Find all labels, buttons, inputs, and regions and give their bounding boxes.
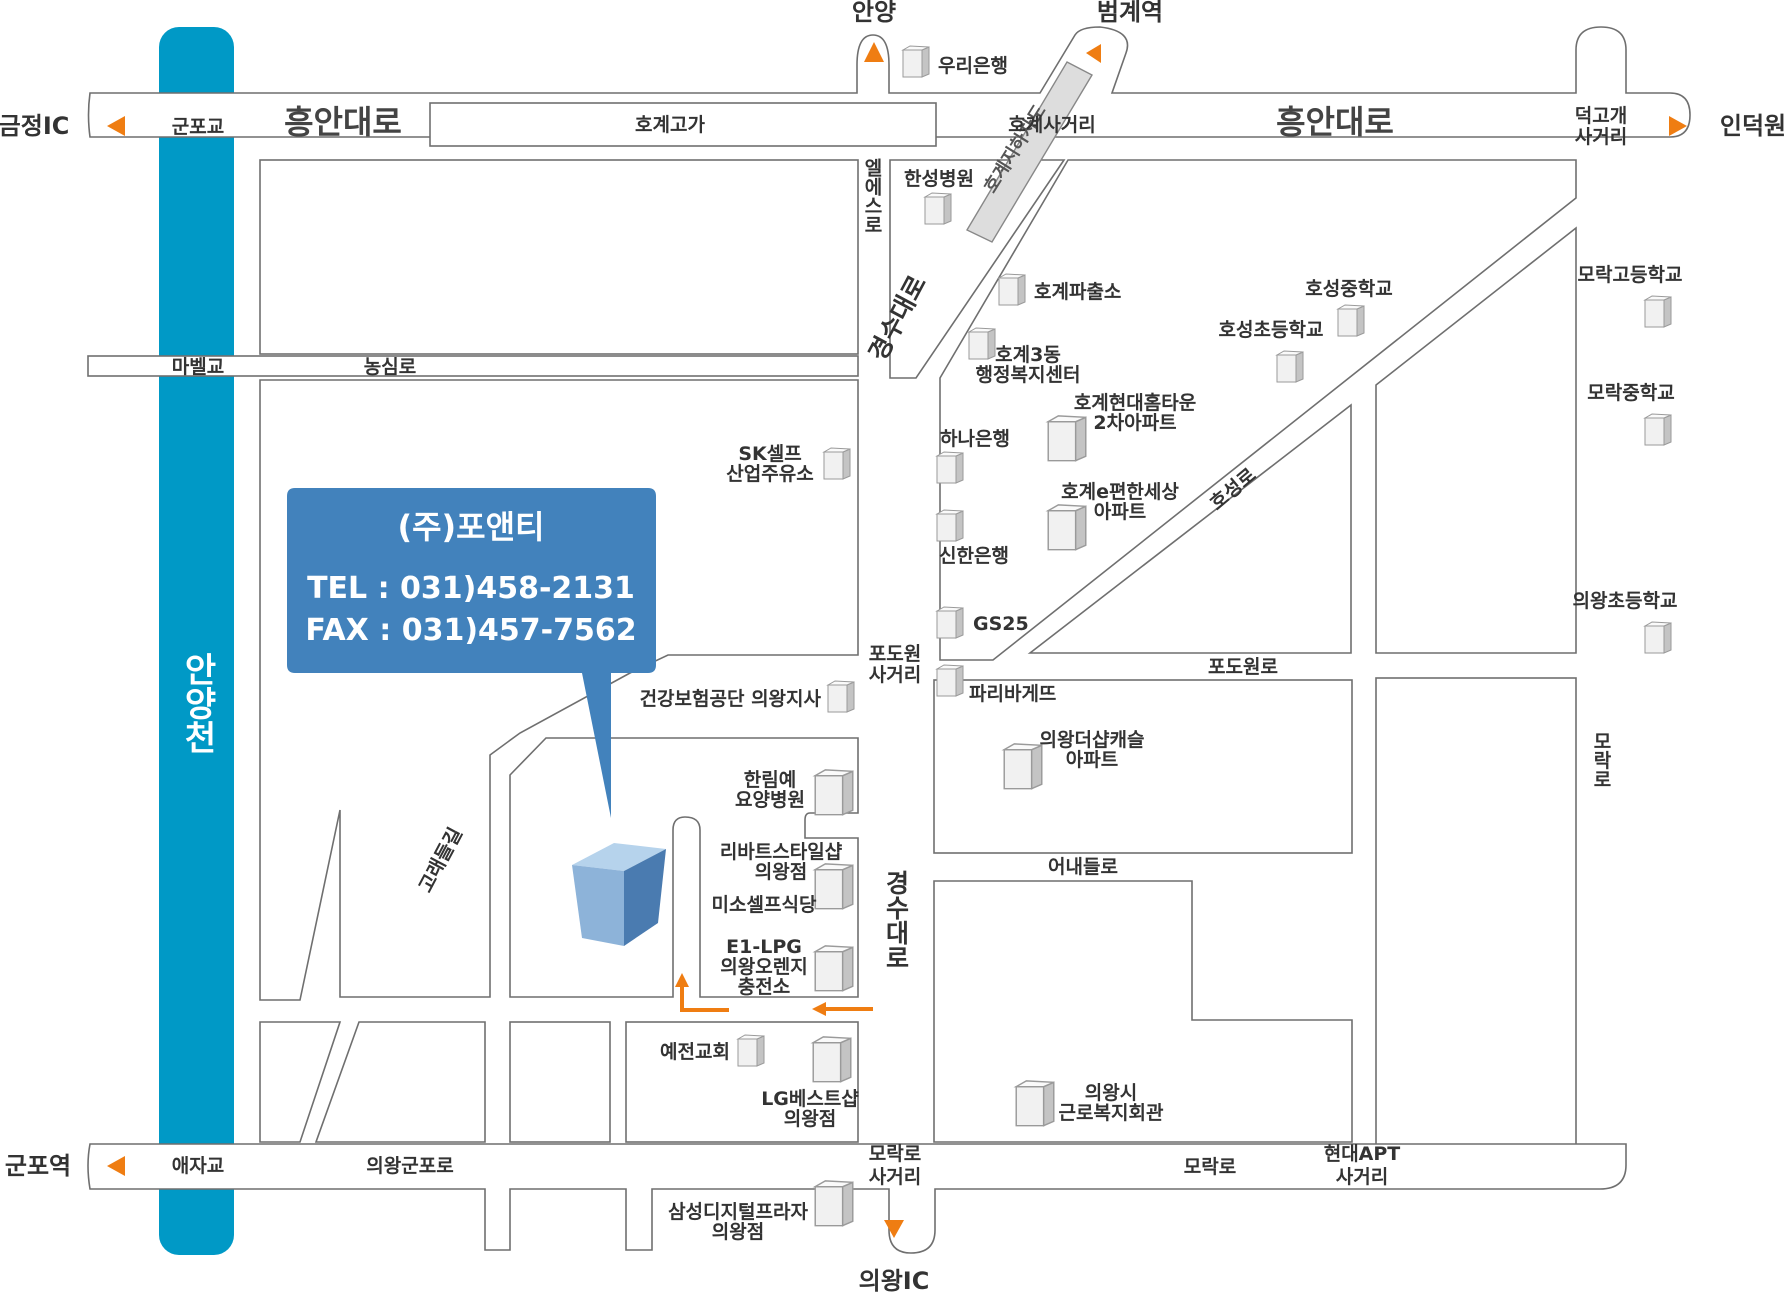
- geumjeong-ic-label: 금정IC: [0, 112, 69, 140]
- eonaedeul-road-label: 어내들로: [1048, 856, 1118, 878]
- gs25-building-icon: [936, 606, 964, 639]
- company-building-icon: [572, 843, 666, 946]
- hana-bank-label: 하나은행: [940, 428, 1010, 450]
- hanrim-building-icon: [814, 769, 854, 816]
- miso-label: 미소셀프식당: [712, 894, 817, 916]
- shinhan-bank-building-icon: [936, 509, 964, 542]
- route-west-arrow-icon: [812, 1002, 826, 1016]
- nongsim-road-label: 농심로: [364, 356, 416, 378]
- arrow-south-ic-icon: [884, 1220, 904, 1238]
- paris-baguette-label: 파리바게뜨: [969, 683, 1056, 705]
- uiwang-elem-building-icon: [1644, 621, 1672, 654]
- rebarts-building-icon: [814, 863, 854, 910]
- direction-arrows: [107, 42, 1687, 1238]
- sk-self-building-icon: [823, 447, 851, 480]
- uiwanggunpo-road-label: 의왕군포로: [366, 1155, 453, 1177]
- access-route: [675, 973, 873, 1016]
- hogye3dong-building-icon: [968, 327, 996, 360]
- e1-lpg-building-icon: [814, 945, 854, 992]
- morak-high-building-icon: [1644, 295, 1672, 328]
- arrow-east-icon: [1669, 116, 1687, 136]
- company-tel: TEL : 031)458-2131: [307, 571, 635, 606]
- morak-middle-label: 모락중학교: [1587, 382, 1674, 404]
- hogye-underpass-box: [966, 61, 1093, 243]
- paris-baguette-building-icon: [936, 664, 964, 697]
- hoseong-elem-label: 호성초등학교: [1219, 319, 1324, 341]
- police-box-building-icon: [998, 273, 1026, 306]
- river-label: 안양천: [177, 652, 217, 754]
- company-callout: (주)포앤티 TEL : 031)458-2131 FAX : 031)457-…: [287, 488, 656, 818]
- mabel-bridge-label: 마벨교: [172, 356, 224, 378]
- heungan-road-west-label: 흥안대로: [284, 103, 402, 141]
- arrow-north-anyang-icon: [864, 42, 884, 62]
- samsung-plaza-building-icon: [814, 1180, 854, 1227]
- morak-high-label: 모락고등학교: [1578, 264, 1683, 286]
- yejeon-church-building-icon: [737, 1034, 765, 1067]
- arrow-west-bottom-icon: [107, 1156, 125, 1176]
- yejeon-church-label: 예전교회: [660, 1041, 730, 1063]
- aeja-bridge-label: 애자교: [172, 1155, 224, 1177]
- route-turn-line: [680, 985, 729, 1012]
- elses-road-label: 엘에스로: [861, 158, 883, 234]
- hansung-hospital-building-icon: [924, 192, 952, 225]
- woori-bank-building-icon: [902, 45, 930, 78]
- lg-bestshop-building-icon: [812, 1036, 852, 1083]
- morak-road-south-label: 모락로: [1184, 1156, 1236, 1178]
- morak-road-east-label: 모락로: [1590, 732, 1612, 789]
- indeokwon-label: 인덕원: [1720, 112, 1786, 140]
- hogye-intersection-label: 호계사거리: [1008, 114, 1095, 136]
- anyang-label: 안양: [852, 0, 896, 26]
- uiwang-elem-label: 의왕초등학교: [1573, 590, 1678, 612]
- epyeonhan-building-icon: [1047, 504, 1087, 551]
- hoseong-middle-building-icon: [1337, 304, 1365, 337]
- hyundai-hometown-building-icon: [1047, 415, 1087, 462]
- hansung-hospital-label: 한성병원: [904, 168, 974, 190]
- gunpo-bridge-label: 군포교: [172, 116, 224, 138]
- river: [159, 27, 234, 1255]
- company-name: (주)포앤티: [397, 508, 544, 546]
- sharp-castle-building-icon: [1003, 743, 1043, 790]
- route-north-arrow-icon: [675, 973, 689, 987]
- beomgye-station-label: 범계역: [1097, 0, 1163, 26]
- gyeongsu-road-south-label: 경수대로: [882, 870, 911, 970]
- nhis-label: 건강보험공단 의왕지사: [640, 688, 822, 710]
- shinhan-bank-label: 신한은행: [939, 545, 1009, 567]
- hoseong-middle-label: 호성중학교: [1305, 278, 1392, 300]
- hana-bank-building-icon: [936, 451, 964, 484]
- gs25-label: GS25: [973, 613, 1029, 635]
- workers-hall-building-icon: [1015, 1080, 1055, 1127]
- woori-bank-label: 우리은행: [938, 55, 1008, 77]
- nhis-building-icon: [827, 680, 855, 713]
- arrow-beomgye-icon: [1086, 44, 1101, 63]
- podowon-road-label: 포도원로: [1208, 656, 1278, 678]
- heungan-road-east-label: 흥안대로: [1276, 103, 1394, 141]
- gunpo-station-label: 군포역: [5, 1152, 71, 1180]
- arrow-west-top-icon: [107, 116, 125, 136]
- hogye-overpass-label: 호계고가: [635, 114, 705, 136]
- uiwang-ic-label: 의왕IC: [859, 1267, 930, 1293]
- hoseong-elem-building-icon: [1276, 350, 1304, 383]
- company-fax: FAX : 031)457-7562: [305, 613, 636, 648]
- police-box-label: 호계파출소: [1034, 281, 1121, 303]
- morak-middle-building-icon: [1644, 413, 1672, 446]
